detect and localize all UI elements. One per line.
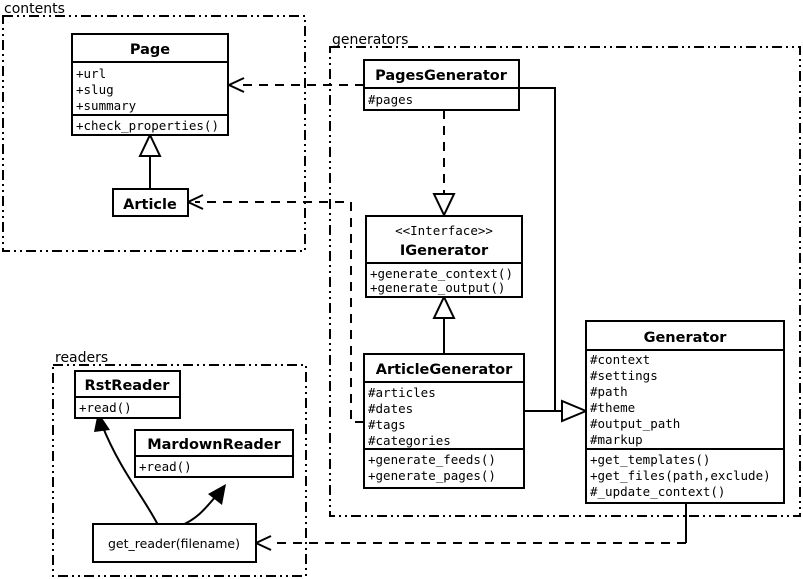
class-pages-generator-title: PagesGenerator — [375, 68, 508, 84]
class-rst-reader-title: RstReader — [85, 378, 171, 394]
package-readers-border — [52, 364, 307, 577]
class-generator-method: #_update_context() — [590, 484, 725, 499]
realization-arrowhead — [432, 193, 456, 218]
class-page-attribute: +summary — [76, 98, 137, 113]
class-article-generator-attribute: #articles — [368, 385, 436, 400]
edge-articlegenerator-to-igenerator — [432, 294, 456, 354]
class-generator-attribute: #markup — [590, 432, 643, 447]
package-generators-border — [329, 46, 801, 517]
package-generators: generators — [329, 32, 801, 517]
edge-line — [179, 495, 217, 527]
class-mardown-reader-title: MardownReader — [147, 437, 281, 453]
package-contents: contents — [2, 1, 306, 252]
package-contents-label: contents — [4, 1, 65, 17]
class-article-title: Article — [123, 197, 177, 213]
class-article[interactable]: Article — [112, 188, 189, 217]
class-igenerator-box — [365, 215, 523, 298]
edge-line — [195, 201, 364, 423]
dependency-arrowhead — [253, 535, 272, 551]
edge-generators-to-generator — [519, 87, 589, 423]
edge-pagesgenerator-to-igenerator — [432, 110, 456, 218]
class-pages-generator-attribute: #pages — [368, 92, 413, 107]
class-page[interactable]: Page +url +slug +summary +check_properti… — [71, 33, 229, 136]
generalization-arrowhead — [138, 132, 162, 157]
class-generator-box — [585, 320, 785, 504]
class-generator-attribute: #output_path — [590, 416, 680, 431]
dependency-arrowhead — [226, 77, 245, 93]
class-mardown-reader[interactable]: MardownReader +read() — [134, 429, 294, 478]
class-igenerator-stereotype: <<Interface>> — [395, 223, 493, 238]
class-page-attribute: +url — [76, 66, 106, 81]
class-article-generator-attribute: #tags — [368, 417, 406, 432]
class-rst-reader[interactable]: RstReader +read() — [74, 370, 181, 419]
class-mardown-reader-method: +read() — [139, 459, 192, 474]
edge-line-pagesgenerator — [519, 87, 556, 411]
class-article-generator-attribute: #dates — [368, 401, 413, 416]
edge-getreader-to-mardownreader — [179, 484, 226, 527]
function-get-reader[interactable]: get_reader(filename) — [92, 523, 257, 563]
class-generator-title: Generator — [644, 330, 728, 346]
generalization-arrowhead — [561, 399, 589, 423]
class-generator-attribute: #context — [590, 352, 650, 367]
class-generator-attribute: #theme — [590, 400, 635, 415]
edge-pagesgenerator-to-page — [226, 77, 364, 93]
class-rst-reader-box — [74, 370, 181, 419]
class-igenerator-method: +generate_output() — [370, 280, 505, 295]
class-pages-generator[interactable]: PagesGenerator #pages — [363, 59, 520, 111]
class-article-generator[interactable]: ArticleGenerator #articles #dates #tags … — [363, 353, 525, 489]
class-page-attribute: +slug — [76, 82, 114, 97]
class-igenerator-method: +generate_context() — [370, 266, 513, 281]
class-article-box — [112, 188, 189, 217]
class-article-generator-method: +generate_pages() — [368, 468, 496, 483]
class-igenerator[interactable]: <<Interface>> IGenerator +generate_conte… — [365, 215, 523, 298]
package-readers: readers — [52, 350, 307, 577]
class-page-title: Page — [130, 42, 170, 58]
class-generator-method: +get_files(path,exclude) — [590, 468, 771, 483]
class-article-generator-attribute: #categories — [368, 433, 451, 448]
class-article-generator-title: ArticleGenerator — [376, 362, 513, 378]
class-article-generator-method: +generate_feeds() — [368, 452, 496, 467]
class-igenerator-title: IGenerator — [400, 243, 489, 259]
package-generators-label: generators — [332, 32, 408, 48]
class-generator-attribute: #path — [590, 384, 628, 399]
function-get-reader-label: get_reader(filename) — [108, 536, 240, 551]
package-contents-border — [2, 15, 306, 252]
function-get-reader-box — [92, 523, 257, 563]
class-page-box — [71, 33, 229, 136]
edge-generator-to-getreader — [253, 503, 687, 551]
edge-article-to-page — [138, 132, 162, 189]
edge-line — [101, 424, 159, 526]
generalization-arrowhead — [432, 294, 456, 319]
class-generator[interactable]: Generator #context #settings #path #them… — [585, 320, 785, 504]
class-generator-attribute: #settings — [590, 368, 658, 383]
class-mardown-reader-box — [134, 429, 294, 478]
class-pages-generator-box — [363, 59, 520, 111]
edge-articlegenerator-to-article — [185, 194, 364, 423]
class-article-generator-box — [363, 353, 525, 489]
association-arrowhead — [208, 484, 226, 505]
class-page-method: +check_properties() — [76, 118, 219, 133]
class-generator-method: +get_templates() — [590, 452, 710, 467]
package-readers-label: readers — [55, 350, 108, 366]
class-rst-reader-method: +read() — [79, 400, 132, 415]
